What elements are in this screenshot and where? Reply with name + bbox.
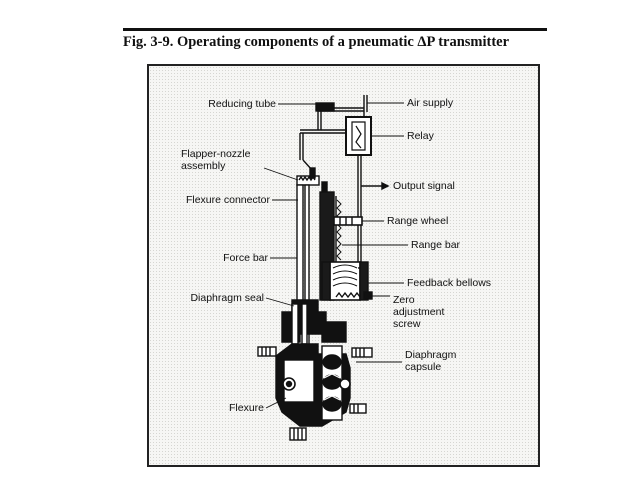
label-diaphragm-seal: Diaphragm seal [190,292,264,304]
nozzle-tubing [299,111,346,171]
range-wheel-shape [333,216,363,226]
label-range-bar: Range bar [411,239,461,251]
title-rule [123,28,547,31]
label-relay: Relay [407,130,435,142]
transmitter-body [257,299,373,441]
reducing-tube-shape [315,102,335,112]
label-zero-line2: adjustment [393,306,444,318]
label-zero-line3: screw [393,318,421,330]
range-bar-hatch [336,199,342,261]
relay-box [345,116,372,156]
zero-screw-shape [335,291,373,300]
label-diaphragm-capsule-line2: capsule [405,361,441,373]
flapper-nozzle-shape [296,167,328,193]
label-range-wheel: Range wheel [387,215,448,227]
label-force-bar: Force bar [223,252,268,264]
label-air-supply: Air supply [407,97,454,109]
label-flapper-nozzle-line2: assembly [181,160,226,172]
label-diaphragm-capsule-line1: Diaphragm [405,349,457,361]
relay-internals [351,121,366,151]
label-flexure: Flexure [229,402,264,414]
leader-lines [263,102,408,409]
label-feedback-bellows: Feedback bellows [407,277,491,289]
label-flapper-nozzle-line1: Flapper-nozzle [181,148,251,160]
output-line [357,155,390,268]
label-flexure-connector: Flexure connector [186,194,271,206]
label-zero-line1: Zero [393,294,415,306]
figure-title: Fig. 3-9. Operating components of a pneu… [123,34,510,50]
label-reducing-tube: Reducing tube [208,98,276,110]
label-output-signal: Output signal [393,180,455,192]
